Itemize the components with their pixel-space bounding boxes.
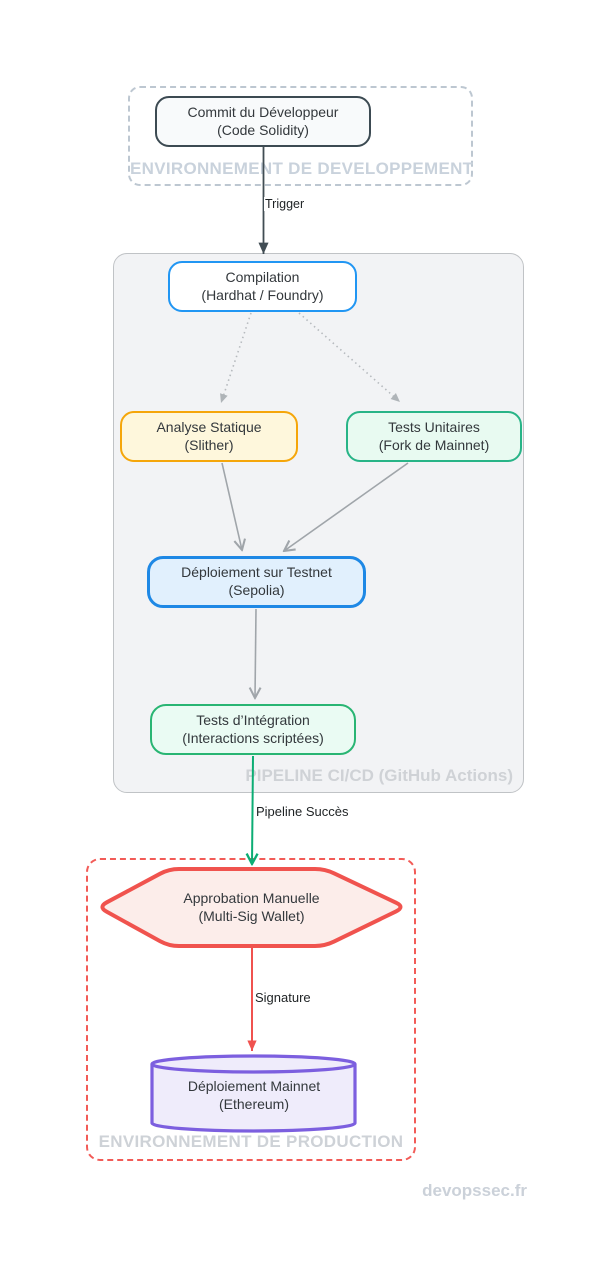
container-prod-environment-label: ENVIRONNEMENT DE PRODUCTION [98, 1132, 404, 1151]
node-approbation-manuelle: Approbation Manuelle (Multi-Sig Wallet) [98, 869, 405, 946]
node-deploiement-testnet-line2: (Sepolia) [228, 582, 285, 598]
node-commit-line2: (Code Solidity) [217, 121, 309, 138]
edge-label-signature: Signature [254, 990, 312, 1005]
node-compilation: Compilation (Hardhat / Foundry) [168, 261, 357, 312]
node-deploiement-mainnet: Déploiement Mainnet (Ethereum) [153, 1068, 355, 1124]
node-deploiement-mainnet-line1: Déploiement Mainnet [187, 1078, 321, 1095]
node-compilation-line1: Compilation [225, 268, 300, 285]
edge-label-pipeline-success: Pipeline Succès [255, 804, 350, 819]
watermark-devopssec: devopssec.fr [422, 1181, 527, 1200]
node-analyse-statique-line1: Analyse Statique [156, 418, 262, 435]
node-tests-unitaires-line2: (Fork de Mainnet) [378, 436, 490, 453]
node-deploiement-testnet-line1: Déploiement sur Testnet [181, 564, 332, 581]
node-approbation-manuelle-line2: (Multi-Sig Wallet) [198, 907, 305, 924]
container-dev-environment: ENVIRONNEMENT DE DEVELOPPEMENT [128, 86, 473, 186]
node-deploiement-mainnet-line2: (Ethereum) [218, 1096, 290, 1112]
node-approbation-manuelle-line1: Approbation Manuelle [183, 889, 320, 906]
node-deploiement-testnet: Déploiement sur Testnet (Sepolia) [147, 556, 366, 608]
node-tests-unitaires: Tests Unitaires (Fork de Mainnet) [346, 411, 522, 462]
node-tests-integration-line1: Tests d’Intégration [196, 711, 310, 728]
node-tests-unitaires-line1: Tests Unitaires [388, 418, 480, 435]
node-commit-developpeur: Commit du Développeur (Code Solidity) [155, 96, 371, 147]
container-dev-environment-label: ENVIRONNEMENT DE DEVELOPPEMENT [130, 159, 474, 178]
edge-label-trigger: Trigger [264, 197, 306, 211]
node-analyse-statique-line2: (Slither) [184, 436, 234, 453]
node-tests-integration-line2: (Interactions scriptées) [182, 729, 324, 746]
node-compilation-line2: (Hardhat / Foundry) [201, 286, 324, 303]
node-analyse-statique: Analyse Statique (Slither) [120, 411, 298, 462]
container-cicd-pipeline-label: PIPELINE CI/CD (GitHub Actions) [245, 766, 513, 785]
node-commit-line1: Commit du Développeur [187, 103, 339, 120]
node-tests-integration: Tests d’Intégration (Interactions script… [150, 704, 356, 755]
